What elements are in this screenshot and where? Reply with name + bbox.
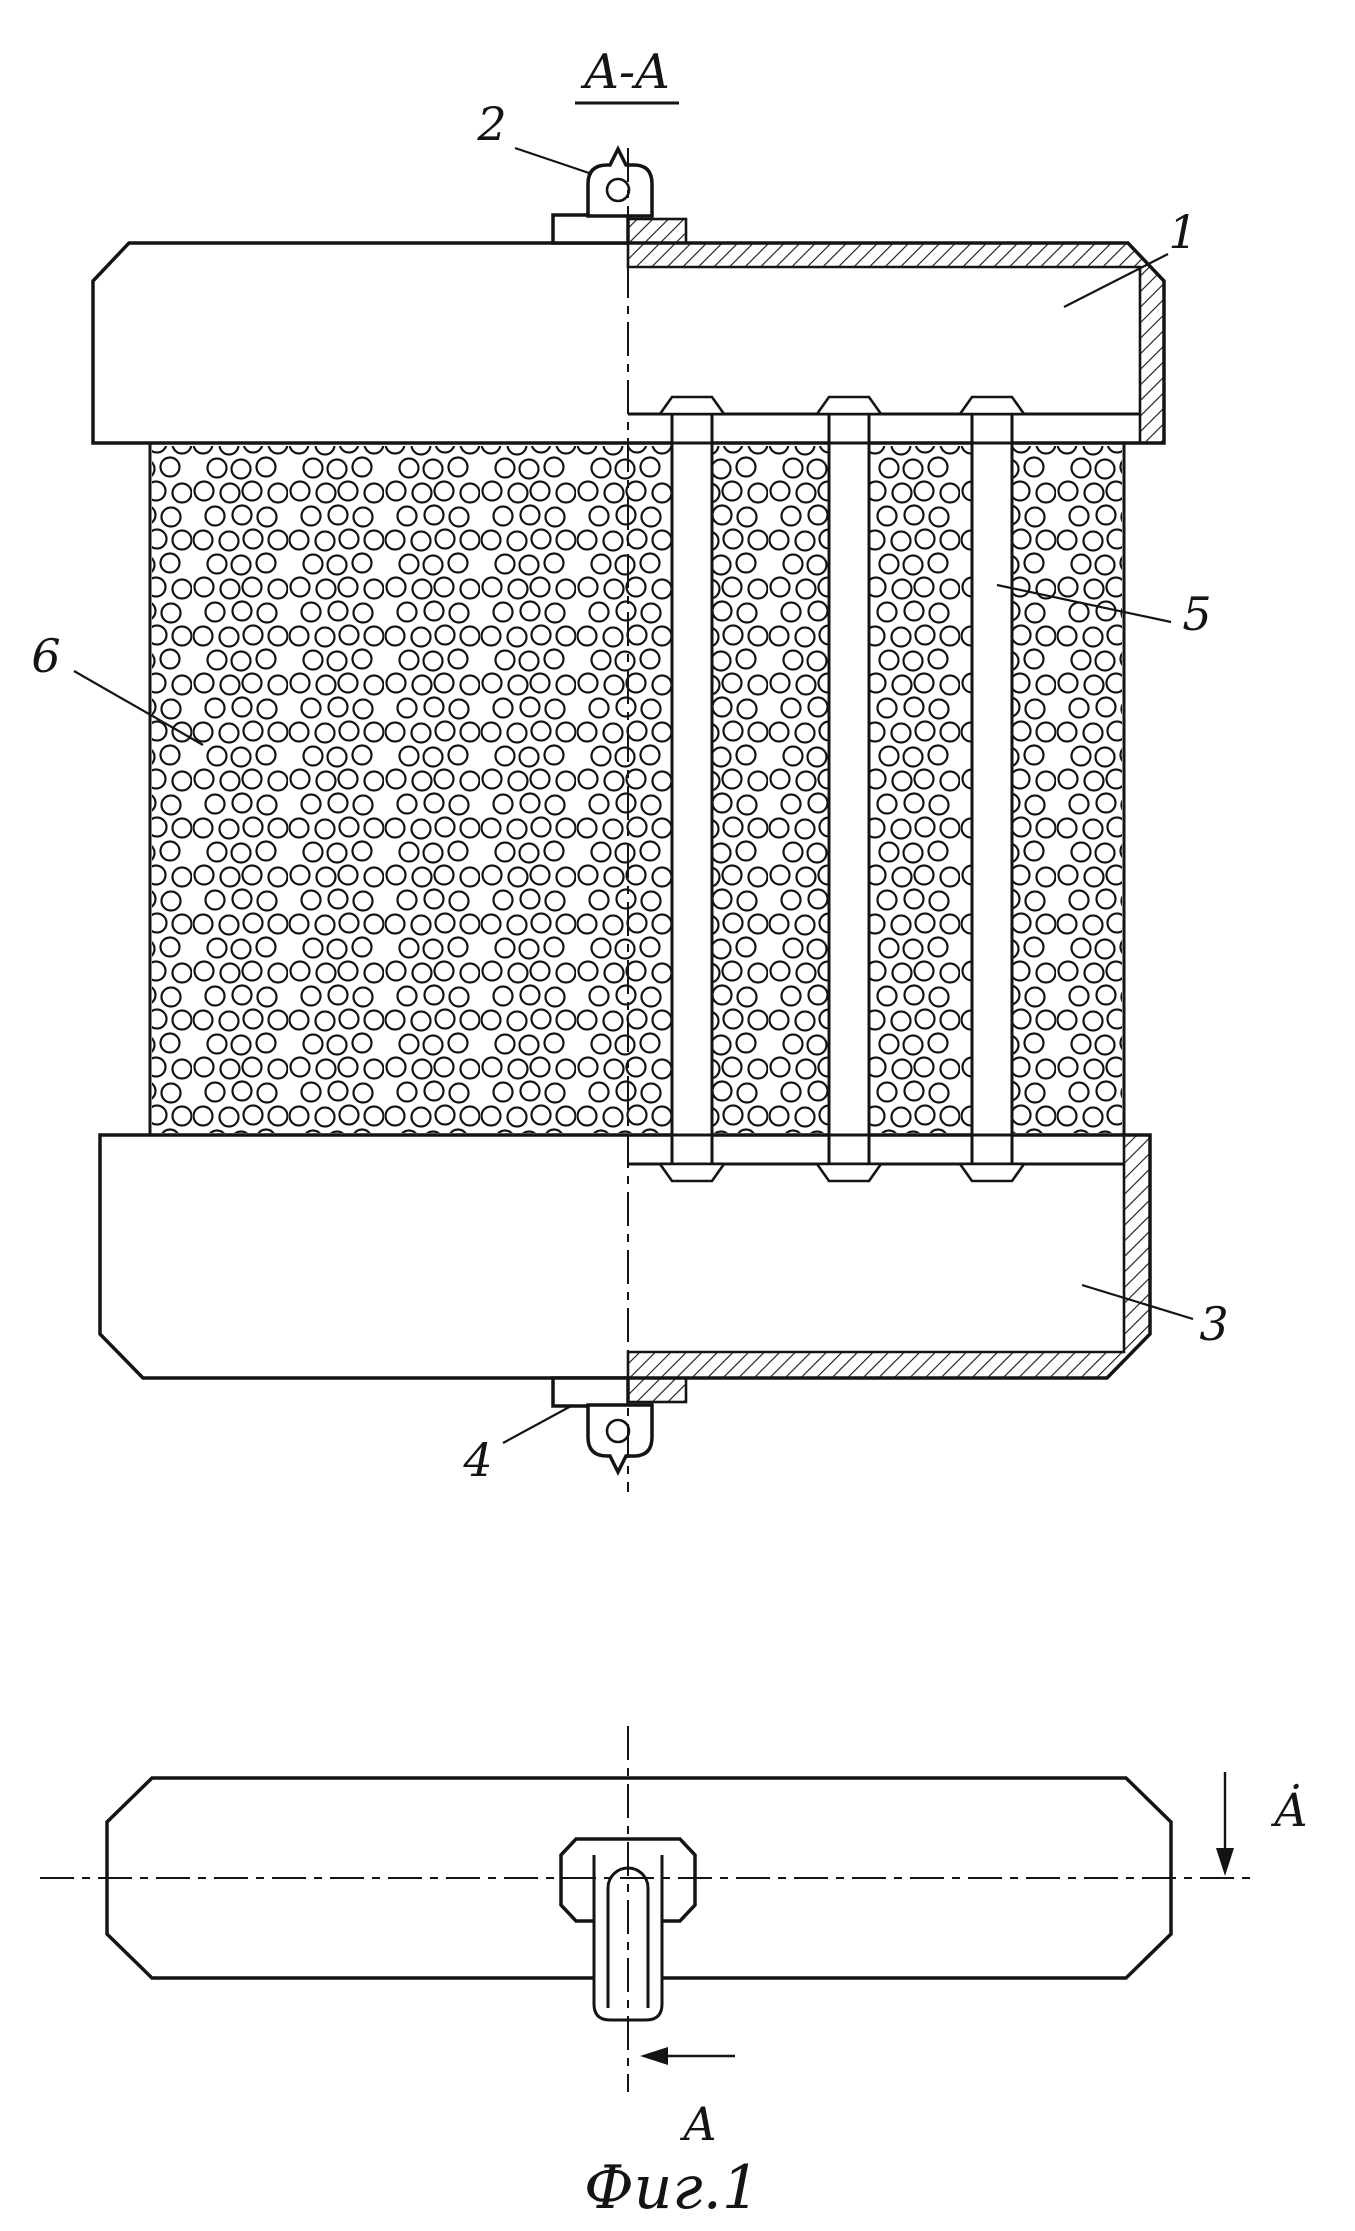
perforation-field: [152, 446, 1122, 1133]
bottom-view: Ȧ A: [40, 1726, 1308, 2151]
section-title-group: A-A: [575, 44, 679, 105]
view-arrow-bottom-head: [640, 2047, 668, 2065]
view-arrow-bottom: A: [640, 2047, 735, 2151]
bottom-lug: [551, 1376, 688, 1476]
part-label-3: 3: [1199, 1297, 1228, 1351]
top-lug-section-hatch: [626, 217, 688, 245]
figure-caption: Фиг.1: [584, 2153, 760, 2223]
section-title: A-A: [580, 44, 670, 100]
view-arrow-right-head: [1216, 1848, 1234, 1876]
leader-line-3: [1081, 1283, 1194, 1321]
leader-line-4: [502, 1404, 574, 1444]
bottom-view-lug: [592, 1855, 664, 2022]
bottom-lug-hole: [605, 1418, 631, 1444]
main-section-view: A-A 1 2 3 4 5 6: [31, 44, 1229, 1492]
tube: [970, 414, 1014, 1164]
view-arrow-right: Ȧ: [1216, 1772, 1308, 1876]
view-arrow-bottom-label: A: [679, 2097, 716, 2151]
part-label-4: 4: [462, 1433, 492, 1487]
part-label-2: 2: [476, 97, 506, 151]
view-arrow-right-label: Ȧ: [1270, 1782, 1307, 1837]
leader-line-6: [73, 670, 204, 746]
leader-line-2: [514, 146, 593, 176]
part-label-6: 6: [31, 629, 60, 683]
part-label-1: 1: [1168, 205, 1197, 259]
leader-line-5: [996, 583, 1172, 624]
leader-lines: [73, 146, 1194, 1444]
leader-line-1: [1063, 253, 1169, 308]
part-labels: 1 2 3 4 5 6: [31, 97, 1228, 1487]
tubes: [670, 414, 1014, 1164]
bottom-lug-section-hatch: [626, 1376, 688, 1404]
perforated-body: [148, 443, 1126, 1135]
top-lug: [551, 145, 688, 245]
tube-seats: [657, 395, 1027, 1183]
tube: [670, 414, 714, 1164]
top-lug-hole: [605, 177, 631, 203]
tube: [827, 414, 871, 1164]
part-label-5: 5: [1182, 587, 1211, 641]
